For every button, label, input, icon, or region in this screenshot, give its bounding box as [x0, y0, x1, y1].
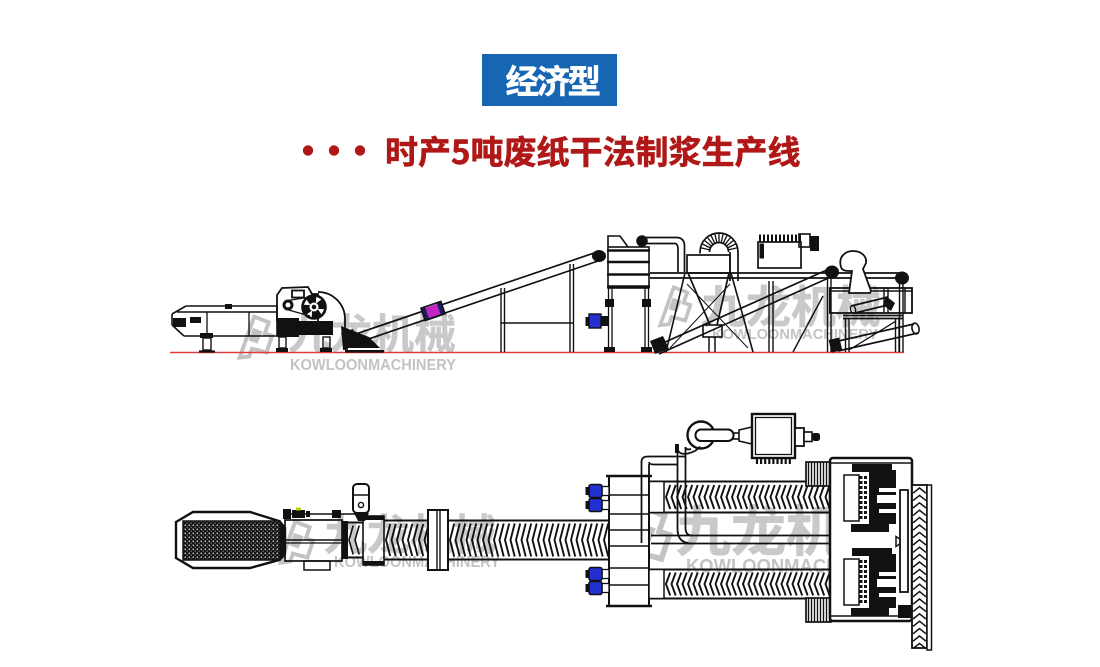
- svg-text:KOWLOONMACHINERY: KOWLOONMACHINERY: [712, 327, 878, 343]
- svg-text:KOWLOONMACHINERY: KOWLOONMACHINERY: [290, 357, 457, 374]
- svg-text:KOWLOONMACHINERY: KOWLOONMACHINERY: [334, 554, 501, 571]
